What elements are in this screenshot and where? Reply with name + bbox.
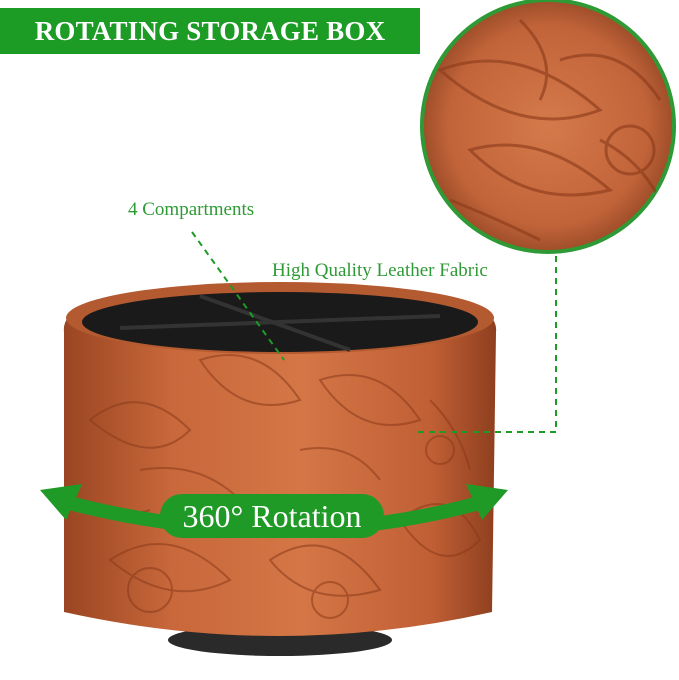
leader-lines xyxy=(191,231,557,433)
compartments-callout: 4 Compartments xyxy=(128,199,255,220)
page-title: ROTATING STORAGE BOX xyxy=(34,15,386,46)
title-banner: ROTATING STORAGE BOX xyxy=(0,8,420,54)
rotation-label: 360° Rotation xyxy=(182,497,362,534)
leather-callout: High Quality Leather Fabric xyxy=(272,260,488,281)
compartment-dividers xyxy=(119,294,441,352)
box-body xyxy=(63,289,497,636)
rotation-badge: 360° Rotation xyxy=(160,494,384,538)
leather-zoom-circle xyxy=(420,0,676,254)
